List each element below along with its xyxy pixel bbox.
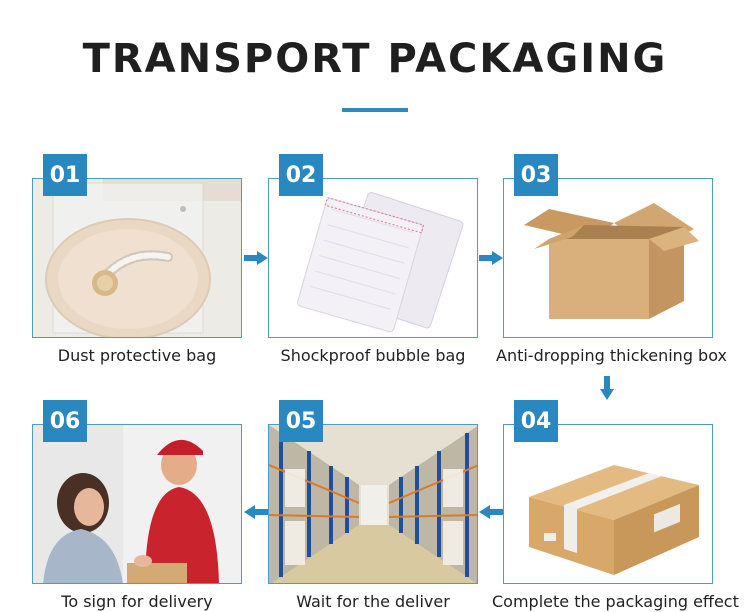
step-number-badge: 01 bbox=[43, 154, 87, 196]
arrow-right-icon bbox=[244, 251, 268, 265]
arrow-left-icon bbox=[479, 505, 503, 519]
step-number-badge: 06 bbox=[43, 400, 87, 442]
step-number-badge: 02 bbox=[279, 154, 323, 196]
step-06-image bbox=[32, 424, 242, 584]
step-02-image bbox=[268, 178, 478, 338]
step-03-image bbox=[503, 178, 713, 338]
step-caption: Complete the packaging effect bbox=[492, 592, 739, 611]
step-caption: To sign for delivery bbox=[61, 592, 213, 611]
step-04-image bbox=[503, 424, 713, 584]
arrow-down-icon bbox=[600, 376, 614, 400]
step-01-image bbox=[32, 178, 242, 338]
step-caption: Wait for the deliver bbox=[296, 592, 450, 611]
arrow-left-icon bbox=[244, 505, 268, 519]
title-underline bbox=[342, 108, 408, 112]
step-number-badge: 04 bbox=[514, 400, 558, 442]
step-caption: Dust protective bag bbox=[57, 346, 217, 365]
step-number-badge: 03 bbox=[514, 154, 558, 196]
step-05-image bbox=[268, 424, 478, 584]
page-title: TRANSPORT PACKAGING bbox=[82, 36, 668, 82]
arrow-right-icon bbox=[479, 251, 503, 265]
step-number-badge: 05 bbox=[279, 400, 323, 442]
step-caption: Anti-dropping thickening box bbox=[496, 346, 727, 365]
step-caption: Shockproof bubble bag bbox=[280, 346, 466, 365]
